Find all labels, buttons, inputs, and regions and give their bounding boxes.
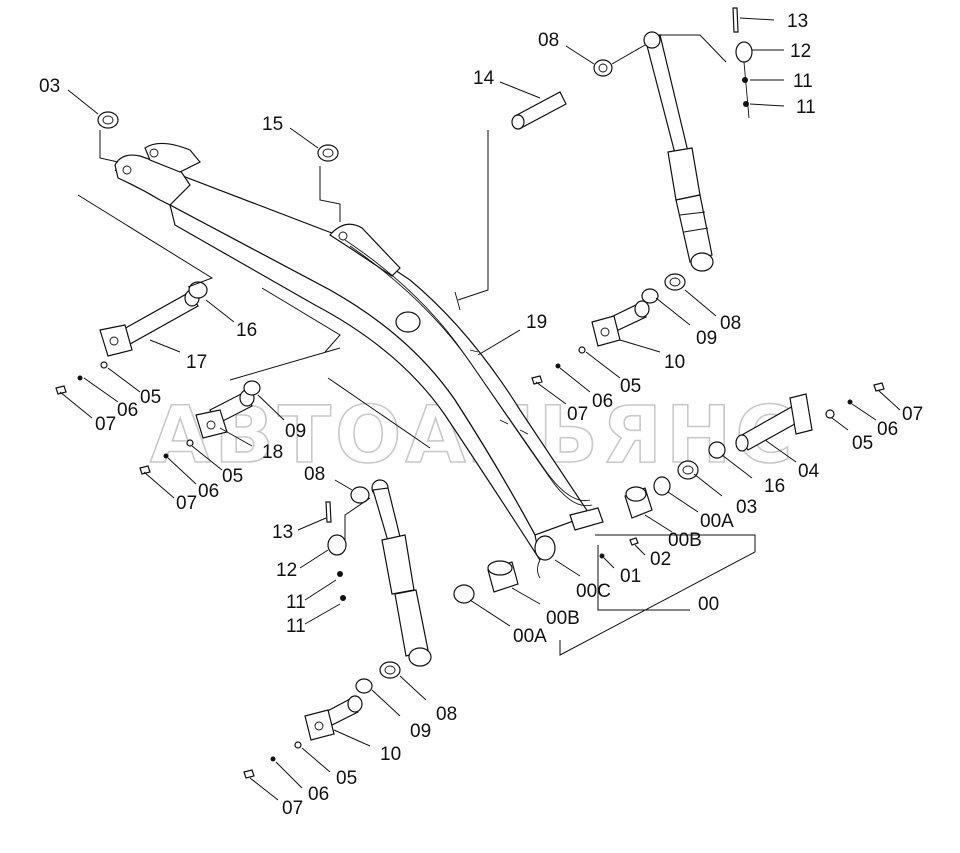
label-10: 10 — [380, 744, 401, 765]
label-09: 09 — [410, 721, 431, 742]
label-11: 11 — [793, 71, 813, 92]
label-00A: 00A — [513, 626, 547, 647]
label-02: 02 — [650, 549, 671, 570]
label-12: 12 — [276, 560, 297, 581]
label-07: 07 — [176, 493, 197, 514]
label-00B: 00B — [546, 608, 580, 629]
label-12: 12 — [790, 41, 811, 62]
label-05: 05 — [852, 433, 873, 454]
label-13: 13 — [787, 11, 808, 32]
label-14: 14 — [473, 68, 495, 89]
label-03: 03 — [39, 76, 60, 97]
label-19: 19 — [526, 312, 547, 333]
label-17: 17 — [186, 352, 207, 373]
label-04: 04 — [798, 461, 820, 482]
label-11: 11 — [796, 97, 816, 118]
label-05: 05 — [140, 387, 161, 408]
label-11: 11 — [286, 616, 306, 637]
label-08: 08 — [720, 313, 741, 334]
label-07: 07 — [567, 404, 588, 425]
label-05: 05 — [620, 376, 641, 397]
label-08: 08 — [436, 704, 457, 725]
label-07: 07 — [902, 404, 923, 425]
upper-link-cylinder — [643, 31, 714, 272]
part-labels: 03 15 14 08 13 12 11 11 16 17 05 06 07 0… — [39, 11, 923, 819]
label-18: 18 — [262, 442, 283, 463]
label-09: 09 — [696, 328, 717, 349]
label-05: 05 — [336, 768, 357, 789]
label-07: 07 — [282, 798, 303, 819]
label-06: 06 — [877, 419, 898, 440]
label-08: 08 — [538, 30, 559, 51]
label-13: 13 — [272, 522, 293, 543]
label-09: 09 — [285, 421, 306, 442]
label-00C: 00C — [576, 581, 611, 602]
label-00A: 00A — [700, 511, 734, 532]
label-11: 11 — [286, 592, 306, 613]
label-10: 10 — [664, 352, 685, 373]
label-03: 03 — [736, 497, 757, 518]
label-06: 06 — [117, 400, 138, 421]
label-16: 16 — [236, 320, 257, 341]
label-06: 06 — [592, 391, 613, 412]
label-00B: 00B — [668, 530, 702, 551]
arm-assembly — [114, 142, 604, 579]
label-07: 07 — [95, 414, 116, 435]
label-16: 16 — [764, 476, 785, 497]
label-06: 06 — [308, 784, 329, 805]
hardware-parts — [55, 7, 885, 779]
label-06: 06 — [198, 481, 219, 502]
label-00: 00 — [698, 594, 719, 615]
label-08: 08 — [304, 464, 325, 485]
label-01: 01 — [620, 566, 641, 587]
label-05: 05 — [222, 466, 243, 487]
leader-lines — [59, 17, 901, 801]
label-15: 15 — [262, 114, 283, 135]
lower-link-cylinder — [371, 479, 432, 667]
